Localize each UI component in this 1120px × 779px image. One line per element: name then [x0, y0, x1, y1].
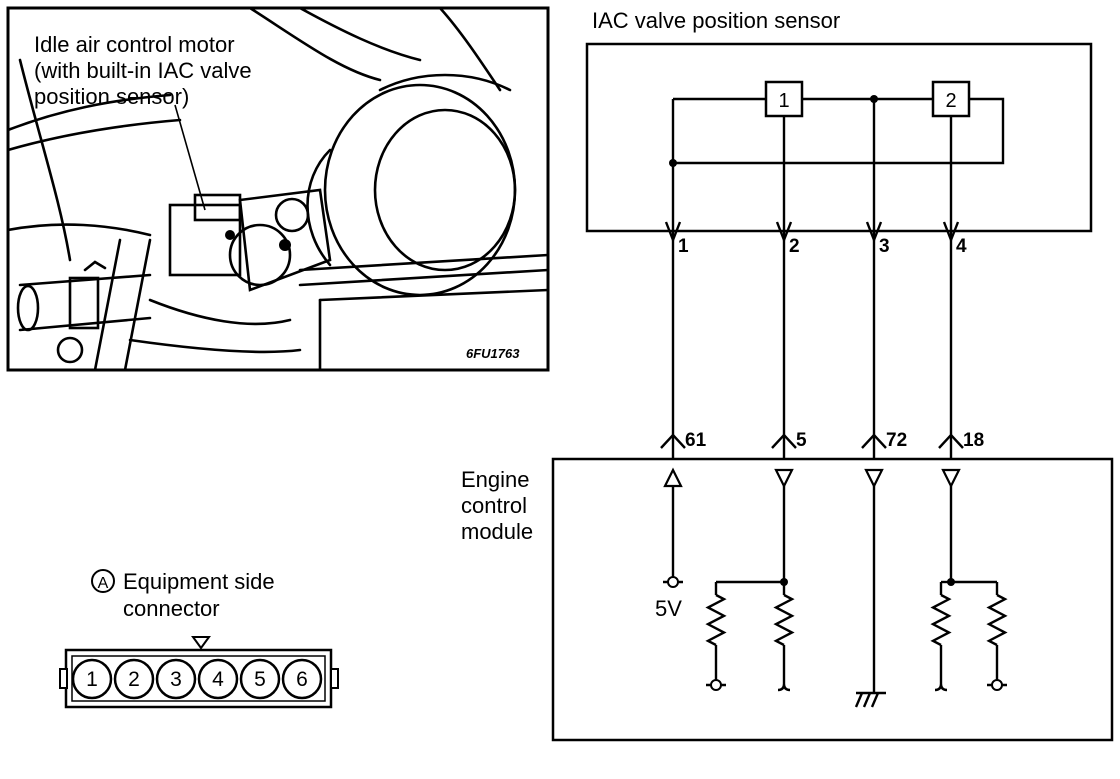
sensor-element-1	[764, 80, 804, 118]
circuit-4: 4 18	[938, 116, 984, 459]
sensor-pin-arrow	[865, 221, 883, 244]
ecm-terminal-chevron	[771, 433, 797, 449]
sensor-ground-symbol	[710, 679, 722, 691]
ecm-internal-circuit	[663, 467, 1008, 708]
output-marker	[663, 467, 683, 488]
ecm-terminal-label: 61	[685, 430, 707, 451]
connector-pin-2	[113, 658, 155, 700]
input-marker	[774, 468, 794, 489]
ecm-title-line-3: module	[461, 519, 533, 544]
sensor-element-1-label: 1	[778, 90, 789, 112]
ecm-title-line-2: control	[461, 493, 527, 518]
sensor-pin-arrow	[942, 221, 960, 244]
connector-pin-label: 3	[170, 668, 182, 691]
connector-key-marker	[191, 636, 211, 650]
connector-marker-circle	[91, 569, 115, 593]
connector-pin-4	[197, 658, 239, 700]
supply-voltage-label: 5V	[655, 596, 682, 621]
sensor-pin-label: 3	[879, 236, 890, 257]
circuit-end	[777, 678, 791, 692]
engine-photo: Idle air control motor (with built-in IA…	[6, 6, 550, 372]
sensor-element-2-label: 2	[945, 90, 956, 112]
resistor	[930, 593, 952, 647]
connector-pin-label: 4	[212, 668, 224, 691]
connector-pin-label: 2	[128, 668, 140, 691]
ecm-terminal-chevron	[938, 433, 964, 449]
sensor-pin-arrow	[775, 221, 793, 244]
sensor-pin-label: 4	[956, 236, 967, 257]
supply-terminal	[667, 576, 679, 588]
input-marker	[864, 468, 884, 489]
ecm-box	[551, 457, 1114, 742]
ecm-terminal-label: 18	[963, 430, 984, 451]
engine-sketch	[8, 8, 548, 370]
engine-control-module: Engine control module 5V	[461, 457, 1114, 742]
ecm-terminal-label: 5	[796, 430, 807, 451]
connector-pin-1	[71, 658, 113, 700]
connector-title-line-1: Equipment side	[123, 569, 275, 594]
connector-pin-label: 1	[86, 668, 98, 691]
connector-pin-5	[239, 658, 281, 700]
circuit-3: 3 72	[861, 99, 907, 459]
sensor-element-2	[931, 80, 971, 118]
sensor-pin-label: 2	[789, 236, 800, 257]
equipment-side-connector: A Equipment side connector 1 2 3 4 5 6	[59, 569, 339, 709]
connector-pin-label: 6	[296, 668, 308, 691]
sensor-box	[585, 42, 1093, 233]
sensor-pin-label: 1	[678, 236, 689, 257]
sensor-pin-arrow	[664, 221, 682, 244]
callout-line-1: Idle air control motor	[34, 32, 235, 57]
resistor	[705, 593, 727, 647]
resistor	[773, 593, 795, 647]
ecm-terminal-label: 72	[886, 430, 907, 451]
callout-line-2: (with built-in IAC valve	[34, 58, 252, 83]
ecm-title-line-1: Engine	[461, 467, 530, 492]
sensor-title: IAC valve position sensor	[592, 8, 840, 33]
figure-code: 6FU1763	[466, 346, 520, 361]
ecm-terminal-chevron	[660, 433, 686, 449]
circuit-1: 1 61	[660, 163, 707, 459]
circuit-2: 25	[771, 116, 807, 459]
resistor	[986, 593, 1008, 647]
callout-line-3: position sensor)	[34, 84, 189, 109]
iac-valve-position-sensor: IAC valve position sensor 1 2	[585, 8, 1093, 233]
input-marker	[941, 468, 961, 489]
connector-pin-6	[281, 658, 323, 700]
connector-pin-label: 5	[254, 668, 266, 691]
connector-pin-3	[155, 658, 197, 700]
sensor-ground-symbol	[991, 679, 1003, 691]
connector-marker: A	[98, 575, 109, 592]
ecm-terminal-chevron	[861, 433, 887, 449]
circuit-end	[934, 678, 948, 692]
connector-title-line-2: connector	[123, 596, 220, 621]
